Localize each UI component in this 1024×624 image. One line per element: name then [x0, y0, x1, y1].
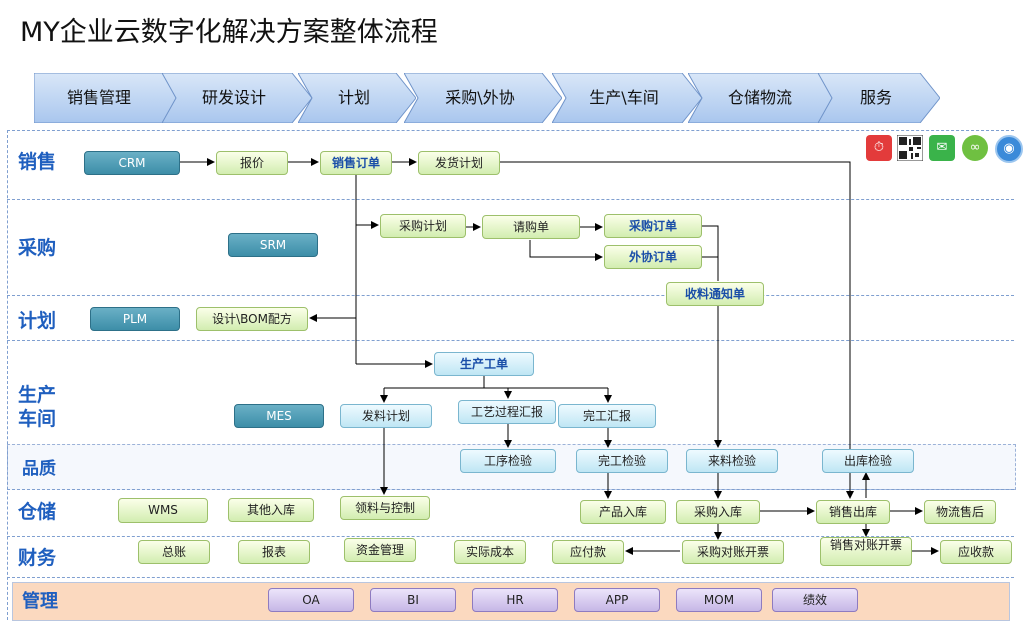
- lane-label-warehouse: 仓储: [18, 501, 57, 523]
- issue-plan-node[interactable]: 发料计划: [340, 404, 432, 428]
- wms-node[interactable]: WMS: [118, 498, 208, 523]
- lane-label-sales: 销售: [18, 151, 57, 173]
- oa-node[interactable]: OA: [268, 588, 354, 612]
- band-divider: [7, 536, 1014, 537]
- payable-node[interactable]: 应付款: [552, 540, 624, 564]
- requisition-node[interactable]: 请购单: [482, 215, 580, 239]
- reports-node[interactable]: 报表: [238, 540, 310, 564]
- lane-label-finance: 财务: [18, 547, 57, 569]
- crm-node[interactable]: CRM: [84, 151, 180, 175]
- ship-plan-node[interactable]: 发货计划: [418, 151, 500, 175]
- link-icon[interactable]: ∞: [962, 135, 988, 161]
- after-sales-node[interactable]: 物流售后: [924, 500, 996, 524]
- band-divider: [7, 130, 1014, 131]
- page-title: MY企业云数字化解决方案整体流程: [20, 17, 438, 48]
- arrow-req-outsource: [529, 240, 603, 261]
- outsource-order-node[interactable]: 外协订单: [604, 245, 702, 269]
- finish-report-node[interactable]: 完工汇报: [558, 404, 656, 428]
- incoming-check-node[interactable]: 来料检验: [686, 449, 778, 473]
- phase-label: 研发设计: [201, 88, 266, 107]
- phase-chevron-3[interactable]: 计划: [298, 73, 416, 123]
- band-divider: [7, 295, 1014, 296]
- lane-label-production: 生产 车间: [18, 384, 57, 430]
- phase-chevron-4[interactable]: 采购\外协: [404, 73, 562, 123]
- finish-check-node[interactable]: 完工检验: [576, 449, 668, 473]
- phase-label: 销售管理: [66, 88, 131, 107]
- qrcode-icon[interactable]: [896, 134, 924, 162]
- sales-out-node[interactable]: 销售出库: [816, 500, 890, 524]
- quote-node[interactable]: 报价: [216, 151, 288, 175]
- phase-label: 仓储物流: [727, 88, 792, 107]
- fund-mgmt-node[interactable]: 资金管理: [344, 538, 416, 562]
- arrow-po-notice: [702, 225, 719, 281]
- lane-label-purchase: 采购: [18, 237, 57, 259]
- lane-label-plan: 计划: [18, 310, 57, 332]
- phase-chevron-1[interactable]: 销售管理: [34, 73, 184, 123]
- lane-label-quality: 品质: [22, 459, 56, 479]
- receive-notice-node[interactable]: 收料通知单: [666, 282, 764, 306]
- work-order-node[interactable]: 生产工单: [434, 352, 534, 376]
- lane-label-management: 管理: [22, 591, 58, 612]
- srm-node[interactable]: SRM: [228, 233, 318, 257]
- sales-invoice-node[interactable]: 销售对账开票: [820, 537, 912, 566]
- phase-chevron-2[interactable]: 研发设计: [162, 73, 312, 123]
- process-check-node[interactable]: 工序检验: [460, 449, 556, 473]
- outbound-check-node[interactable]: 出库检验: [822, 449, 914, 473]
- bom-design-node[interactable]: 设计\BOM配方: [196, 307, 308, 331]
- band-divider: [7, 199, 1014, 200]
- timer-icon[interactable]: ⏱: [866, 135, 892, 161]
- phase-label: 生产\车间: [589, 88, 659, 107]
- purchase-order-node[interactable]: 采购订单: [604, 214, 702, 238]
- bi-node[interactable]: BI: [370, 588, 456, 612]
- phase-chevron-7[interactable]: 服务: [818, 73, 940, 123]
- purchase-invoice-node[interactable]: 采购对账开票: [682, 540, 784, 564]
- band-left-border: [7, 130, 8, 620]
- material-control-node[interactable]: 领料与控制: [340, 496, 430, 520]
- phase-label: 计划: [337, 88, 370, 107]
- app-node[interactable]: APP: [574, 588, 660, 612]
- hr-node[interactable]: HR: [472, 588, 558, 612]
- actual-cost-node[interactable]: 实际成本: [454, 540, 526, 564]
- phase-label: 服务: [859, 88, 892, 107]
- arrow-ship-salesout: [500, 161, 854, 499]
- phase-label: 采购\外协: [445, 88, 515, 107]
- camera-icon[interactable]: ◉: [995, 135, 1023, 163]
- sales-order-node[interactable]: 销售订单: [320, 151, 392, 175]
- mom-node[interactable]: MOM: [676, 588, 762, 612]
- phase-chevron-6[interactable]: 仓储物流: [688, 73, 838, 123]
- purchase-in-node[interactable]: 采购入库: [676, 500, 760, 524]
- process-report-node[interactable]: 工艺过程汇报: [458, 400, 556, 424]
- phase-chevron-5[interactable]: 生产\车间: [552, 73, 702, 123]
- product-in-node[interactable]: 产品入库: [580, 500, 666, 524]
- mes-node[interactable]: MES: [234, 404, 324, 428]
- wechat-icon[interactable]: ✉: [929, 135, 955, 161]
- band-divider: [7, 340, 1014, 341]
- band-divider: [7, 577, 1014, 578]
- plm-node[interactable]: PLM: [90, 307, 180, 331]
- band-divider: [7, 489, 1014, 490]
- ledger-node[interactable]: 总账: [138, 540, 210, 564]
- purchase-plan-node[interactable]: 采购计划: [380, 214, 466, 238]
- receivable-node[interactable]: 应收款: [940, 540, 1012, 564]
- other-in-node[interactable]: 其他入库: [228, 498, 314, 522]
- kpi-node[interactable]: 绩效: [772, 588, 858, 612]
